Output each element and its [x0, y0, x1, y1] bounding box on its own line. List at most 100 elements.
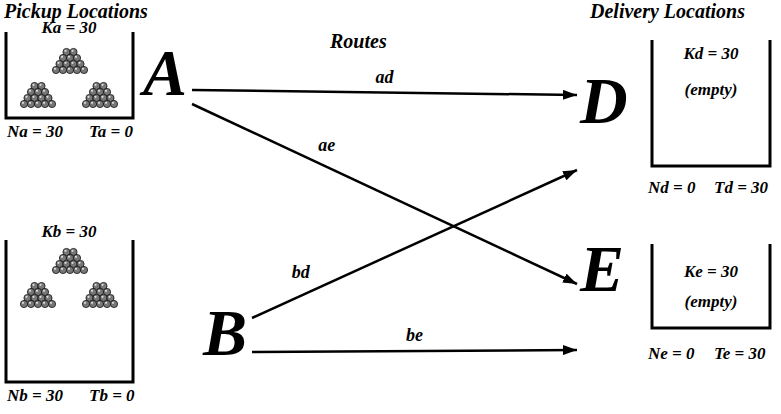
ball-highlight	[101, 284, 103, 286]
ball-highlight	[36, 102, 38, 104]
ball-highlight	[101, 296, 103, 298]
ball-highlight	[105, 90, 107, 92]
ball	[82, 100, 89, 107]
ball-highlight	[32, 296, 34, 298]
ball	[34, 100, 41, 107]
location-letter: B	[203, 300, 247, 366]
route-label: be	[404, 325, 425, 346]
ball	[89, 100, 96, 107]
location-letter: E	[580, 236, 624, 302]
ball-highlight	[43, 290, 45, 292]
ball-highlight	[61, 256, 63, 258]
ball-highlight	[87, 96, 89, 98]
ball-highlight	[75, 268, 77, 270]
ball-highlight	[94, 96, 96, 98]
ball-highlight	[22, 302, 24, 304]
ball-highlight	[108, 296, 110, 298]
capacity-label: Kb = 30	[41, 222, 96, 242]
ball-highlight	[87, 296, 89, 298]
ball-highlight	[82, 68, 84, 70]
ball-highlight	[71, 50, 73, 52]
bin-wall	[652, 244, 770, 328]
ball	[48, 100, 55, 107]
ball-highlight	[68, 268, 70, 270]
ball-highlight	[94, 84, 96, 86]
ball	[41, 300, 48, 307]
ball-highlight	[68, 68, 70, 70]
ball-highlight	[78, 62, 80, 64]
ball	[73, 66, 80, 73]
ball-highlight	[46, 296, 48, 298]
ball-highlight	[50, 302, 52, 304]
count-label: Na = 30	[7, 122, 63, 142]
ball-highlight	[57, 62, 59, 64]
ball-highlight	[101, 96, 103, 98]
ball-highlight	[71, 262, 73, 264]
ball-highlight	[98, 90, 100, 92]
location-letter: D	[580, 68, 628, 134]
ball	[66, 66, 73, 73]
ball-highlight	[39, 84, 41, 86]
section-heading: Delivery Locations	[590, 0, 745, 23]
ball-highlight	[94, 284, 96, 286]
bin-wall	[652, 40, 770, 166]
ball	[80, 66, 87, 73]
ball-highlight	[112, 302, 114, 304]
location-bin: EKe = 30(empty)Ne = 0Te = 30	[580, 232, 776, 368]
ball-highlight	[57, 262, 59, 264]
ball-highlight	[75, 68, 77, 70]
ball-highlight	[91, 302, 93, 304]
ball-highlight	[29, 90, 31, 92]
ball-highlight	[32, 284, 34, 286]
ball-highlight	[91, 90, 93, 92]
ball-highlight	[94, 296, 96, 298]
ball	[59, 66, 66, 73]
count-label: Tb = 0	[89, 386, 135, 406]
ball	[20, 100, 27, 107]
ball-highlight	[61, 68, 63, 70]
route-arrow	[252, 350, 577, 352]
section-heading: Routes	[330, 30, 387, 53]
ball-highlight	[98, 302, 100, 304]
ball	[34, 300, 41, 307]
ball	[41, 100, 48, 107]
ball-highlight	[22, 102, 24, 104]
ball-highlight	[50, 102, 52, 104]
route-label: ad	[374, 66, 396, 87]
ball	[82, 300, 89, 307]
ball	[52, 66, 59, 73]
ball-highlight	[64, 262, 66, 264]
ball	[110, 300, 117, 307]
ball-highlight	[36, 290, 38, 292]
capacity-label: Kd = 30	[683, 44, 738, 64]
ball-highlight	[82, 268, 84, 270]
capacity-label: Ke = 30	[684, 262, 738, 282]
ball	[52, 266, 59, 273]
location-bin: DKd = 30(empty)Nd = 0Td = 30	[580, 30, 776, 202]
route-arrow	[192, 90, 577, 95]
ball-highlight	[84, 102, 86, 104]
ball	[96, 100, 103, 107]
ball	[59, 266, 66, 273]
ball-highlight	[101, 84, 103, 86]
ball-highlight	[29, 102, 31, 104]
ball	[73, 266, 80, 273]
ball-highlight	[36, 302, 38, 304]
ball-highlight	[64, 50, 66, 52]
ball	[96, 300, 103, 307]
ball-highlight	[105, 290, 107, 292]
ball-highlight	[112, 102, 114, 104]
count-label: Ta = 0	[89, 122, 133, 142]
ball-highlight	[43, 302, 45, 304]
ball-highlight	[68, 256, 70, 258]
bin-wall	[6, 32, 133, 118]
ball-highlight	[105, 102, 107, 104]
ball-highlight	[68, 56, 70, 58]
route-arrow	[252, 170, 577, 318]
ball	[27, 300, 34, 307]
ball	[20, 300, 27, 307]
ball	[103, 300, 110, 307]
bin-wall	[6, 240, 133, 382]
ball-highlight	[91, 290, 93, 292]
